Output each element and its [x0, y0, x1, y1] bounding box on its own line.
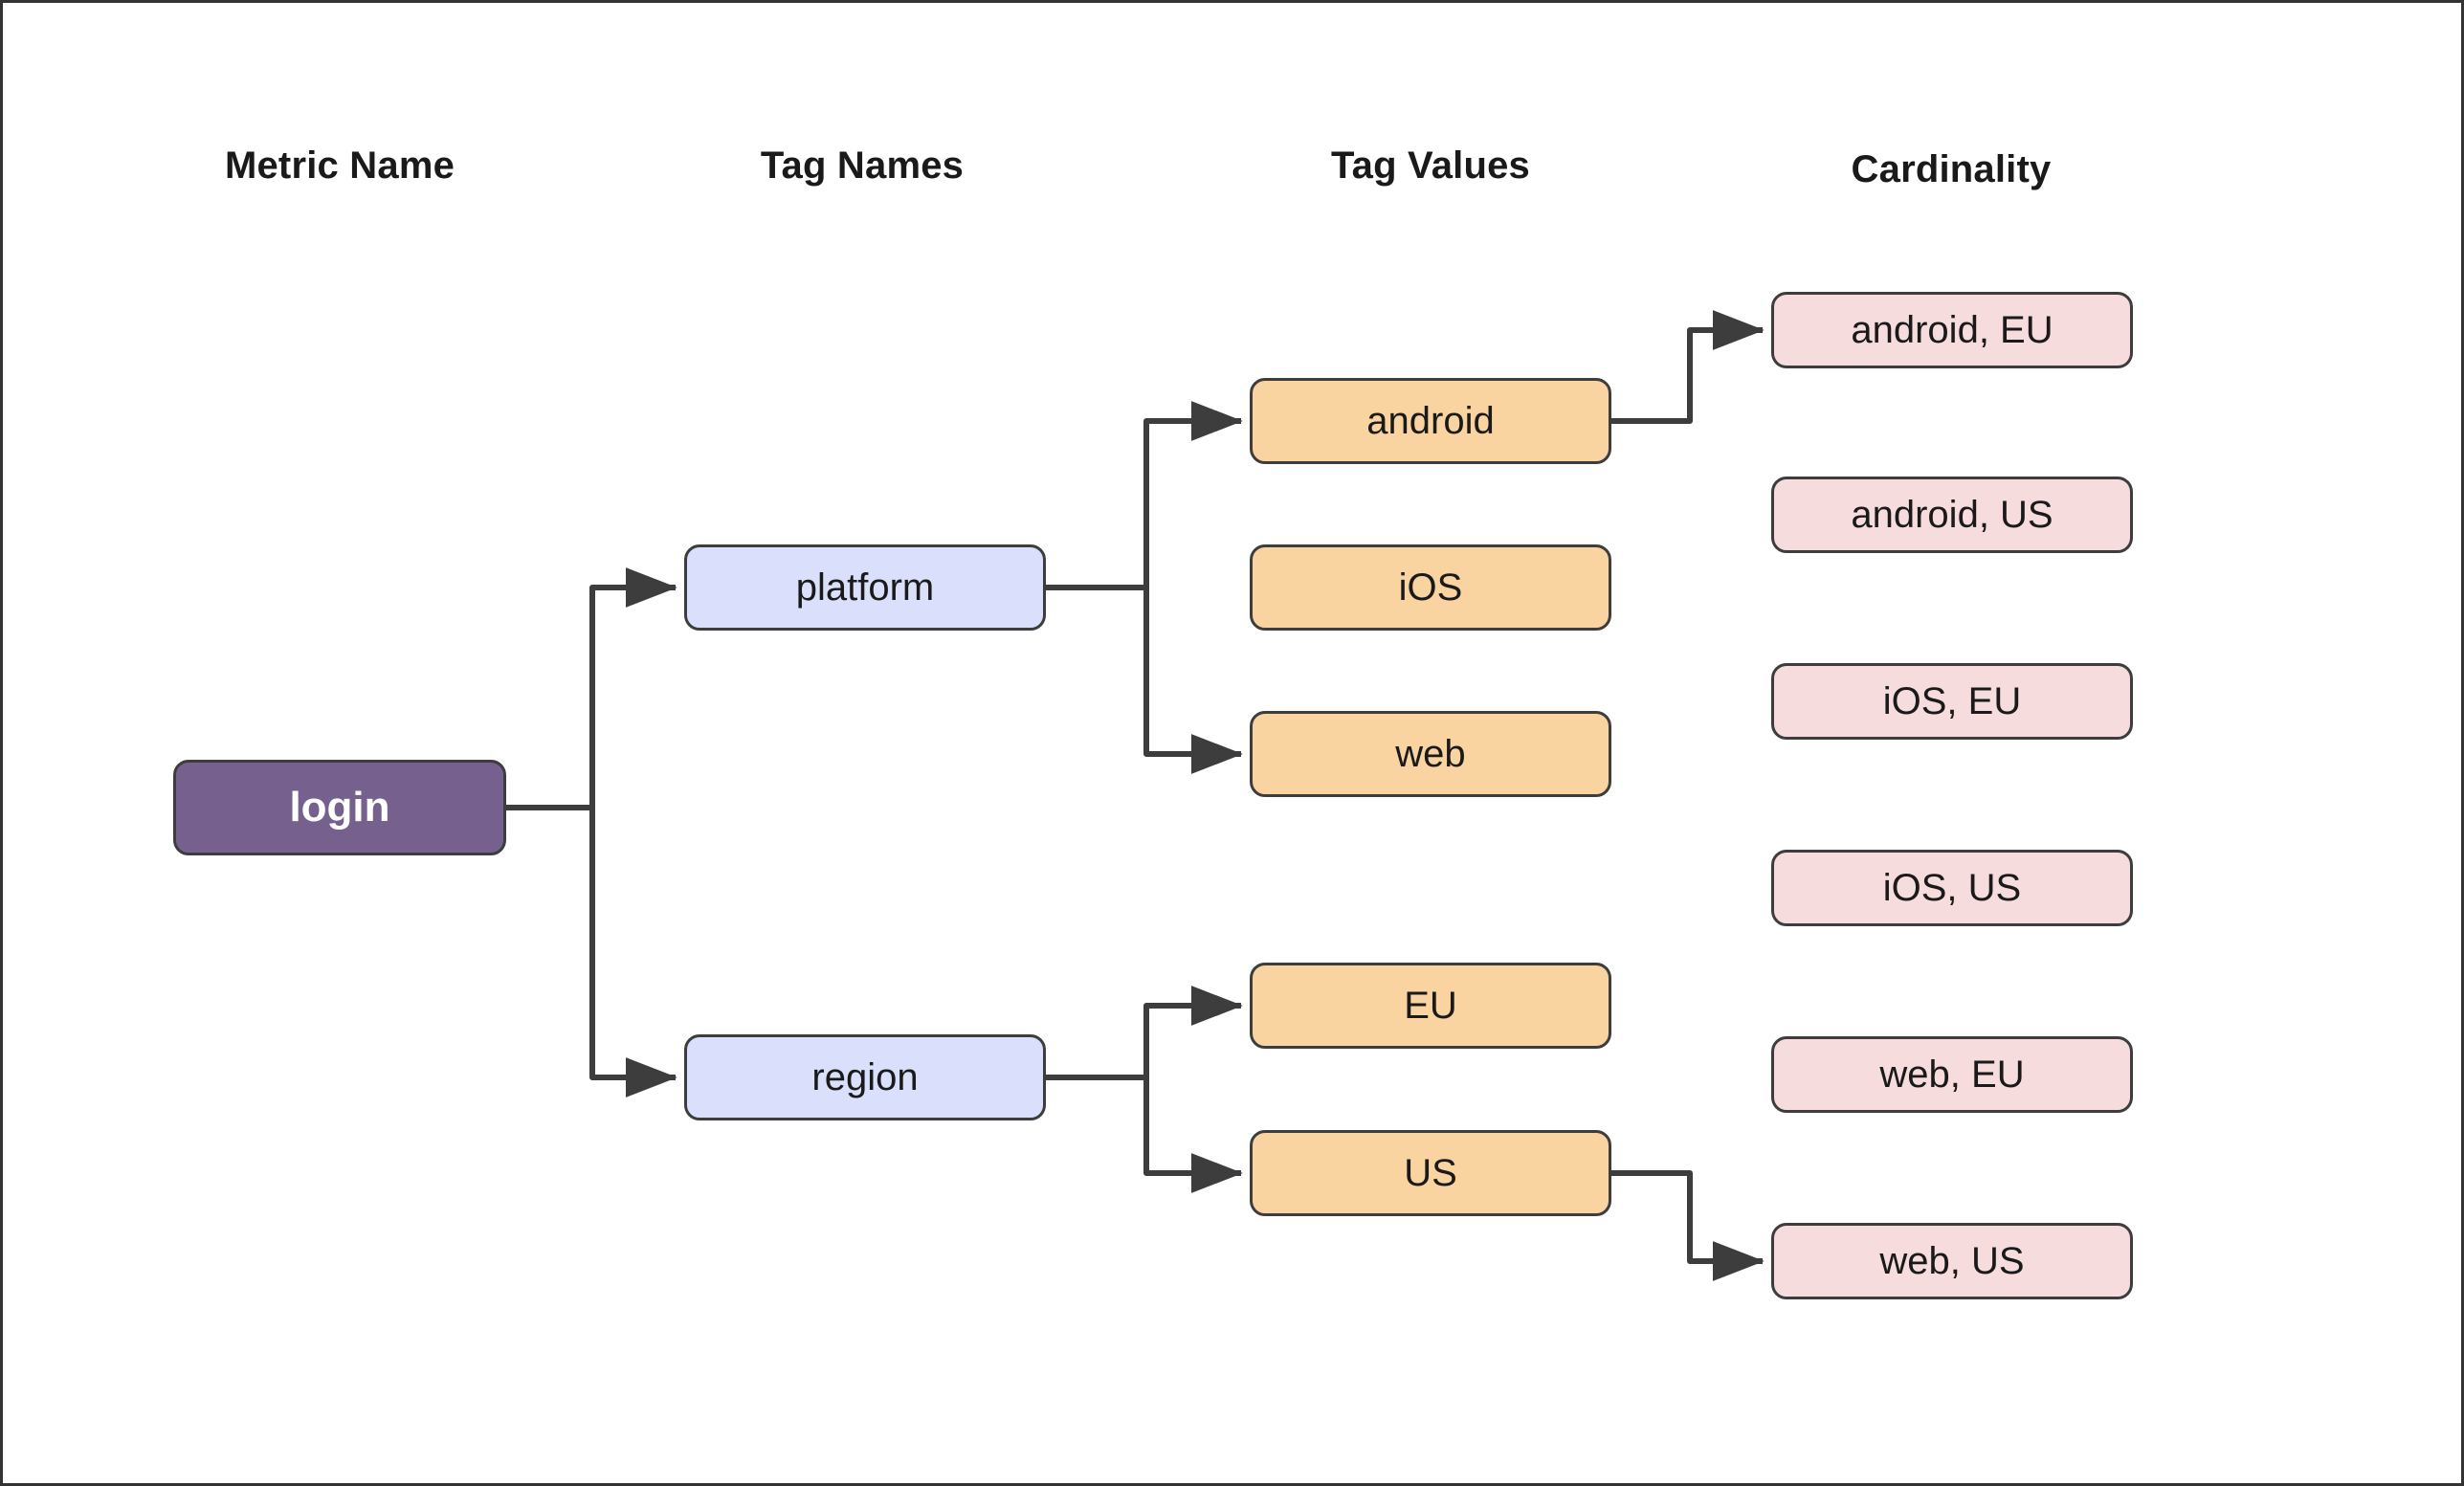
node-us[interactable]: US	[1250, 1130, 1611, 1216]
node-platform[interactable]: platform	[684, 544, 1046, 631]
node-android-us[interactable]: android, US	[1771, 477, 2133, 553]
column-header-tag-values: Tag Values	[1330, 144, 1531, 187]
edge-android-to-android-eu	[1609, 310, 1765, 424]
node-web-us[interactable]: web, US	[1771, 1223, 2133, 1299]
node-web-eu[interactable]: web, EU	[1771, 1036, 2133, 1113]
node-region[interactable]: region	[684, 1034, 1046, 1120]
node-web[interactable]: web	[1250, 711, 1611, 797]
edge-login-to-tagnames	[503, 567, 677, 1098]
column-header-metric-name: Metric Name	[224, 144, 455, 187]
column-header-cardinality: Cardinality	[1851, 148, 2052, 190]
node-eu[interactable]: EU	[1250, 963, 1611, 1049]
node-login[interactable]: login	[173, 760, 506, 855]
node-android[interactable]: android	[1250, 378, 1611, 464]
node-ios[interactable]: iOS	[1250, 544, 1611, 631]
node-android-eu[interactable]: android, EU	[1771, 292, 2133, 368]
edge-region-to-tagvalues	[1043, 986, 1243, 1193]
edge-platform-to-tagvalues	[1043, 401, 1243, 774]
column-header-tag-names: Tag Names	[760, 144, 965, 187]
node-ios-eu[interactable]: iOS, EU	[1771, 663, 2133, 740]
edge-us-to-web-us	[1609, 1170, 1765, 1281]
node-ios-us[interactable]: iOS, US	[1771, 850, 2133, 926]
